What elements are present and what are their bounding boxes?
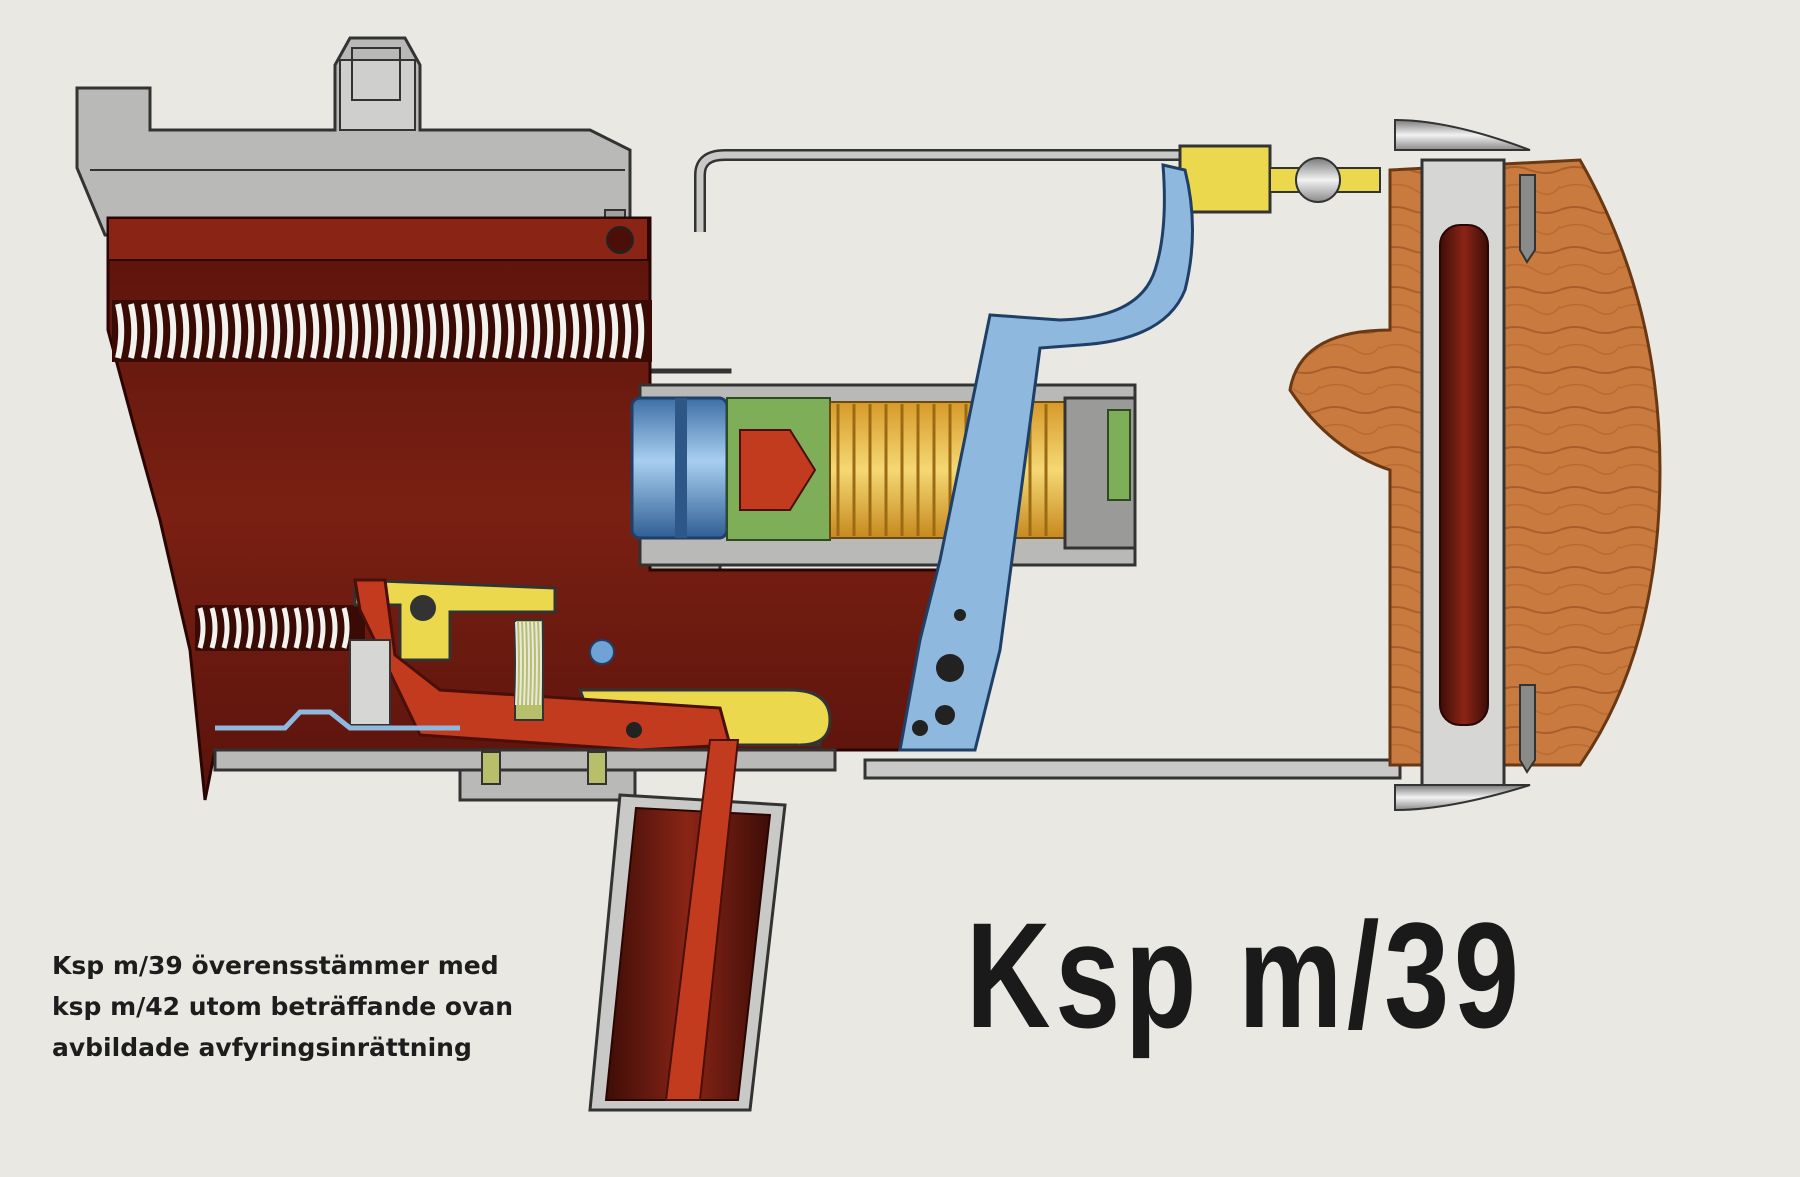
coil-turn	[317, 607, 326, 649]
receiver-body-section	[106, 216, 962, 801]
coil-turn	[557, 303, 567, 359]
firing-cylinder	[630, 383, 1137, 567]
poster-title: Ksp m/39	[966, 891, 1524, 1059]
coil-turn	[180, 303, 190, 359]
coil-turn	[115, 303, 125, 359]
coil-turn	[245, 607, 254, 649]
coil-turn	[539, 621, 542, 706]
spring-channel	[195, 605, 365, 651]
caption: Ksp m/39 överensstämmer med ksp m/42 uto…	[52, 945, 552, 1068]
coil-turn	[258, 303, 268, 359]
coil-turn	[128, 303, 138, 359]
coil-turn	[281, 607, 290, 649]
coil-turn	[427, 303, 437, 359]
coil-turn	[297, 303, 307, 359]
pistol-grip	[588, 739, 787, 1112]
coil-turn	[167, 303, 177, 359]
recoil-spring-lower	[195, 605, 365, 651]
coil-turn	[293, 607, 302, 649]
base-plate	[213, 748, 837, 802]
coil-turn	[544, 303, 554, 359]
coil-turn	[518, 303, 528, 359]
coil-turn	[245, 303, 255, 359]
coil-turn	[233, 607, 242, 649]
coil-turn	[284, 303, 294, 359]
coil-turn	[329, 607, 338, 649]
coil-turn	[622, 303, 632, 359]
coil-turn	[154, 303, 164, 359]
wooden-grip	[1288, 118, 1662, 812]
coil-turn	[388, 303, 398, 359]
coil-turn	[375, 303, 385, 359]
caption-line-3: avbildade avfyringsinrättning	[52, 1033, 472, 1062]
recoil-spring-upper	[112, 300, 652, 362]
coil-turn	[257, 607, 266, 649]
coil-turn	[206, 303, 216, 359]
coil-turn	[305, 607, 314, 649]
coil-turn	[523, 621, 526, 706]
frame-wire	[863, 758, 1402, 780]
coil-turn	[193, 303, 203, 359]
trigger-lever	[898, 163, 1194, 752]
coil-turn	[519, 621, 522, 706]
coil-turn	[141, 303, 151, 359]
caption-line-2: ksp m/42 utom beträffande ovan	[52, 992, 514, 1021]
coil-turn	[323, 303, 333, 359]
coil-turn	[219, 303, 229, 359]
coil-turn	[583, 303, 593, 359]
coil-turn	[527, 621, 530, 706]
coil-turn	[531, 303, 541, 359]
coil-turn	[221, 607, 230, 649]
coil-turn	[453, 303, 463, 359]
sear-mechanism	[215, 578, 832, 752]
coil-turn	[440, 303, 450, 359]
coil-turn	[531, 621, 534, 706]
coil-turn	[310, 303, 320, 359]
coil-turn	[596, 303, 606, 359]
coil-turn	[635, 303, 645, 359]
caption-line-1: Ksp m/39 överensstämmer med	[52, 951, 499, 980]
coil-turn	[336, 303, 346, 359]
coil-turn	[197, 607, 206, 649]
coil-turn	[479, 303, 489, 359]
coil-turn	[269, 607, 278, 649]
sear-spring	[515, 621, 542, 706]
coil-turn	[414, 303, 424, 359]
coil-turn	[349, 303, 359, 359]
coil-turn	[232, 303, 242, 359]
coil-turn	[492, 303, 502, 359]
coil-turn	[570, 303, 580, 359]
coil-turn	[466, 303, 476, 359]
coil-turn	[362, 303, 372, 359]
coil-turn	[515, 621, 518, 706]
coil-turn	[505, 303, 515, 359]
top-rod	[694, 144, 1381, 232]
coil-turn	[609, 303, 619, 359]
coil-turn	[535, 621, 538, 706]
coil-turn	[271, 303, 281, 359]
coil-turn	[341, 607, 350, 649]
coil-turn	[401, 303, 411, 359]
coil-turn	[209, 607, 218, 649]
